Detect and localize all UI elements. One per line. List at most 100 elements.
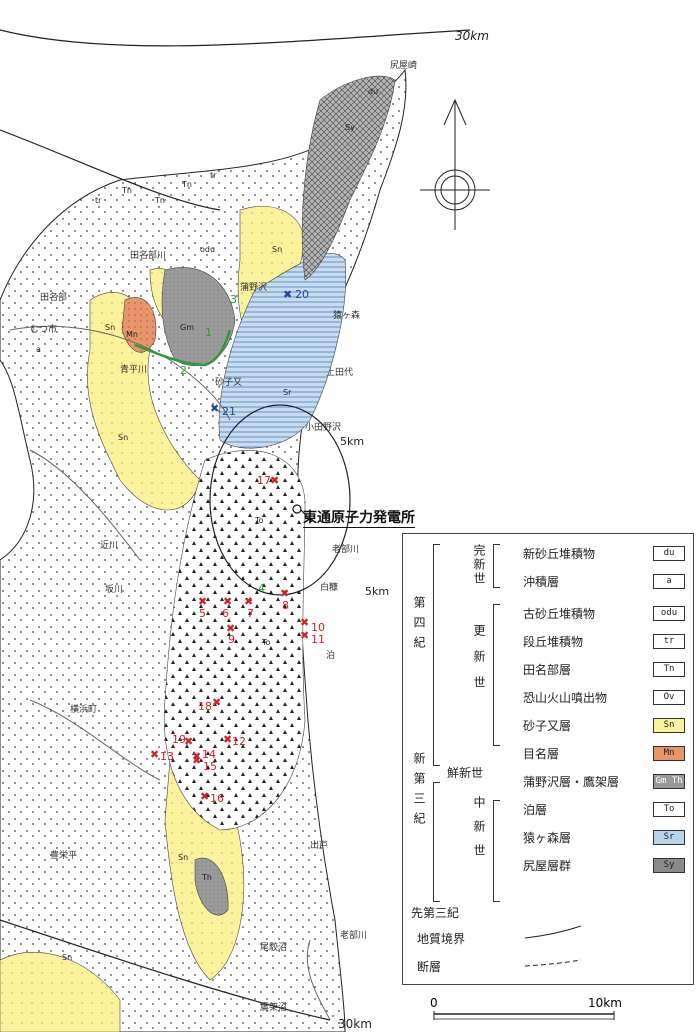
unit-tag: Sn — [105, 323, 115, 332]
site-marker: ✖11 — [300, 629, 325, 646]
sites-green: 1 2 3 4 — [180, 293, 265, 595]
legend-era-quaternary: 第四紀 — [412, 596, 426, 656]
place-name: 小田野沢 — [305, 421, 341, 433]
place-name: 尾駮沼 — [260, 941, 287, 953]
bracket — [433, 782, 440, 902]
traverse-line-green — [134, 329, 232, 367]
svg-text:19: 19 — [172, 733, 186, 746]
svg-text:16: 16 — [210, 792, 224, 805]
site-label: 2 — [180, 364, 187, 377]
place-name: 蒲野沢 — [240, 281, 267, 293]
svg-text:8: 8 — [282, 599, 289, 612]
legend-boundary-label: 地質境界 — [417, 932, 466, 946]
svg-text:✖: ✖ — [270, 474, 279, 487]
place-name: 田名部川 — [130, 249, 166, 261]
plant-leader-line — [300, 509, 313, 523]
unit-tag: Sn — [62, 953, 72, 962]
svg-text:✖: ✖ — [283, 288, 292, 301]
svg-text:✖: ✖ — [210, 402, 219, 415]
bracket — [493, 604, 500, 746]
site-label: 1 — [205, 326, 212, 339]
unit-sr-zone — [218, 253, 347, 449]
scale-bar: 0 10km — [420, 996, 630, 1026]
north-arrow-icon — [420, 98, 490, 230]
place-name: 近川 — [100, 539, 118, 551]
svg-text:✖: ✖ — [300, 616, 309, 629]
svg-text:21: 21 — [222, 405, 236, 418]
unit-tag: tr — [210, 171, 217, 180]
svg-text:✖: ✖ — [192, 750, 201, 763]
distance-rings — [0, 29, 471, 1021]
scale-zero: 0 — [430, 996, 438, 1010]
unit-tag: Sn — [178, 853, 188, 862]
place-name: むつ市 — [30, 323, 57, 335]
legend-era-pretertiary: 先第三紀 — [411, 906, 460, 920]
svg-text:20: 20 — [295, 288, 309, 301]
place-name: 鷹架沼 — [260, 1001, 287, 1013]
site-label: 4 — [258, 582, 265, 595]
svg-text:✖: ✖ — [150, 748, 159, 761]
place-name: 横浜町 — [70, 703, 97, 715]
power-plant-label: 東通原子力発電所 — [303, 510, 415, 528]
unit-tag: Mn — [126, 330, 138, 339]
place-name: 猿ヶ森 — [333, 309, 360, 321]
place-name: 砂子又 — [215, 376, 242, 388]
site-marker: ✖10 — [300, 616, 325, 634]
svg-text:✖: ✖ — [212, 696, 221, 709]
site-marker: ✖9 — [226, 622, 235, 646]
place-name: 出戸 — [310, 839, 328, 851]
sites-blue: ✖20 ✖21 — [210, 288, 309, 418]
unit-tag: tr — [95, 196, 102, 205]
unit-tag: Sy — [345, 123, 355, 132]
svg-text:12: 12 — [232, 735, 246, 748]
bracket — [493, 800, 500, 902]
site-marker: ✖13 — [150, 748, 174, 763]
svg-text:✖: ✖ — [192, 754, 201, 767]
site-marker: ✖5 — [198, 595, 207, 620]
site-marker: ✖8 — [280, 587, 289, 612]
svg-text:11: 11 — [311, 633, 325, 646]
place-name: 坂川 — [105, 584, 123, 595]
unit-tag: Gm — [180, 323, 194, 332]
unit-tag: To — [254, 516, 264, 525]
unit-tags: du Tn Tn Tn tr tr odu Sn Sn Sn Mn Gm Sr … — [36, 87, 378, 962]
legend-epoch-pleistocene: 更新世 — [472, 624, 486, 702]
place-name: 老部川 — [340, 929, 367, 941]
scale-ten-km: 10km — [588, 996, 622, 1010]
site-marker: ✖18 — [198, 696, 221, 713]
place-name: 老部川 — [332, 543, 359, 555]
unit-tag: a — [36, 345, 41, 354]
unit-to-zone — [163, 450, 306, 831]
site-marker: ✖6 — [222, 595, 232, 620]
legend-epoch-pliocene: 鮮新世 — [447, 766, 484, 780]
svg-text:18: 18 — [198, 700, 212, 713]
place-name: 白糠 — [320, 581, 338, 593]
ring-label-30km-bottom: 30km — [338, 1017, 372, 1031]
site-marker: ✖14 — [192, 748, 216, 763]
unit-tag: Sn — [272, 245, 282, 254]
svg-text:17: 17 — [257, 474, 271, 487]
unit-tag: Tn — [181, 180, 192, 189]
site-marker: ✖15 — [192, 754, 217, 773]
place-name: 上田代 — [326, 367, 353, 378]
sites-red: ✖17 ✖5 ✖6 ✖7 ✖8 ✖9 ✖10 ✖11 ✖12 ✖13 ✖14 ✖… — [150, 474, 325, 805]
unit-tag: Tn — [154, 196, 165, 205]
legend-epoch-miocene: 中新世 — [472, 796, 486, 868]
svg-text:✖: ✖ — [184, 735, 193, 748]
ring-label-5km-south: 5km — [365, 585, 389, 598]
site-marker: ✖17 — [257, 474, 279, 487]
svg-text:5: 5 — [199, 607, 206, 620]
ring-label-5km-north: 5km — [340, 435, 364, 448]
